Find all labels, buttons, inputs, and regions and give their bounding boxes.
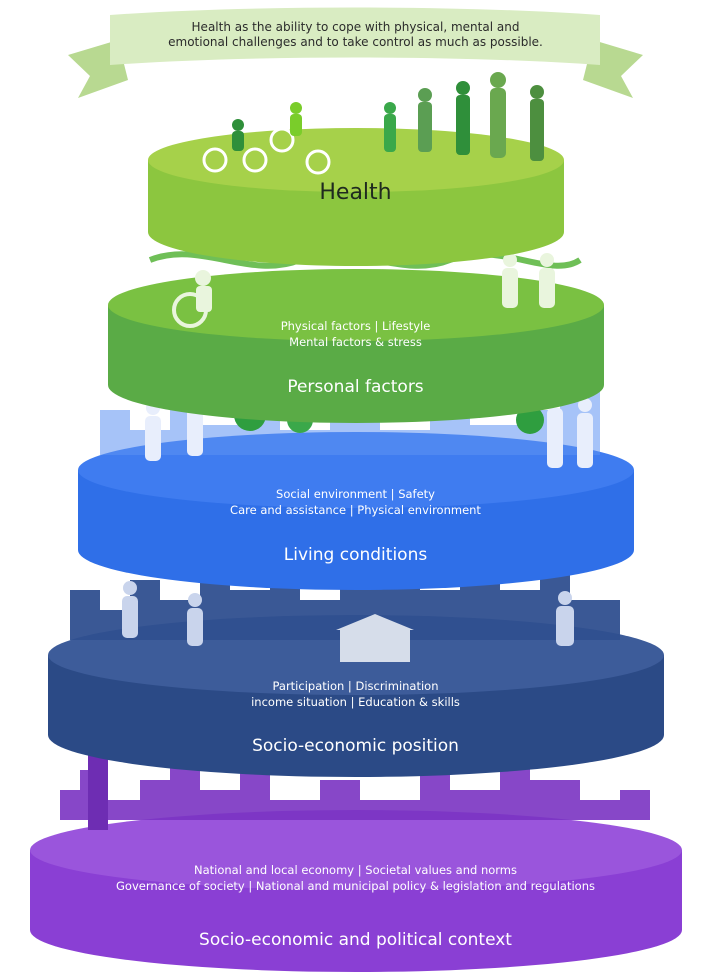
runner-icon (539, 253, 555, 308)
socio-factor-line-2: income situation | Education & skills (251, 695, 460, 709)
runner-icon (502, 253, 518, 308)
personal-factor-line-2: Mental factors & stress (289, 335, 422, 349)
personal-factors-title: Personal factors (287, 377, 424, 397)
socio-economic-list: Participation | Discrimination income si… (0, 678, 711, 710)
context-skyline (60, 760, 650, 820)
banner-ribbon (68, 7, 643, 98)
health-title: Health (319, 180, 392, 205)
building-icon (336, 614, 414, 662)
person-icon (145, 401, 161, 461)
personal-factor-line-1: Physical factors | Lifestyle (280, 319, 431, 333)
tier-2-personal (108, 251, 604, 423)
tier-3-living (78, 362, 634, 590)
living-conditions-title: Living conditions (283, 545, 428, 565)
person-icon (187, 593, 203, 646)
banner-text: Health as the ability to cope with physi… (0, 20, 711, 50)
family-icon (547, 393, 593, 468)
person-icon (122, 581, 138, 638)
context-factor-line-1: National and local economy | Societal va… (194, 863, 517, 877)
family-icon (384, 72, 544, 161)
living-conditions-list: Social environment | Safety Care and ass… (0, 486, 711, 518)
context-title: Socio-economic and political context (199, 930, 512, 950)
cyclist-icon (202, 119, 268, 173)
living-factor-line-2: Care and assistance | Physical environme… (230, 503, 481, 517)
socio-economic-title: Socio-economic position (252, 736, 459, 756)
personal-factors-list: Physical factors | Lifestyle Mental fact… (0, 318, 711, 350)
context-factor-line-2: Governance of society | National and mun… (116, 879, 595, 893)
socio-factor-line-1: Participation | Discrimination (272, 679, 439, 693)
wheelchair-icon (172, 270, 212, 328)
living-factor-line-1: Social environment | Safety (276, 487, 435, 501)
tier-1-health (148, 72, 564, 266)
context-list: National and local economy | Societal va… (0, 862, 711, 894)
banner-line-2: emotional challenges and to take control… (168, 35, 543, 49)
banner-line-1: Health as the ability to cope with physi… (191, 20, 520, 34)
cyclist-icon (269, 102, 331, 175)
worker-icon (556, 591, 574, 646)
